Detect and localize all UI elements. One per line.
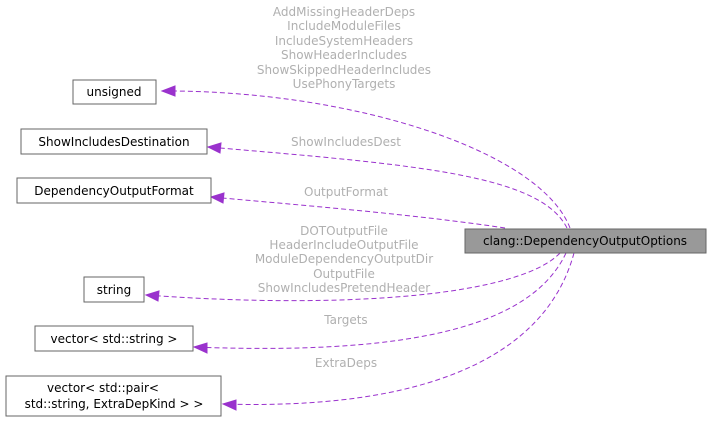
edge-show-includes-destination — [207, 146, 568, 229]
edge-label-group-string: DOTOutputFile HeaderIncludeOutputFile Mo… — [255, 224, 433, 295]
edge-label: DOTOutputFile — [300, 224, 388, 238]
node-show-includes-destination-label: ShowIncludesDestination — [38, 135, 189, 149]
arrow-head-unsigned — [160, 85, 176, 97]
node-vector-string[interactable]: vector< std::string > — [34, 325, 194, 352]
node-show-includes-destination[interactable]: ShowIncludesDestination — [20, 128, 208, 155]
edge-label: IncludeModuleFiles — [287, 19, 401, 33]
edge-unsigned — [161, 90, 571, 229]
edge-label-group-unsigned: AddMissingHeaderDeps IncludeModuleFiles … — [257, 5, 431, 91]
node-vector-string-label: vector< std::string > — [51, 332, 178, 346]
node-main-label: clang::DependencyOutputOptions — [483, 234, 687, 248]
node-show-includes-destination-box — [20, 128, 208, 155]
node-string-box — [83, 276, 145, 303]
node-vector-pair-label-line2: std::string, ExtraDepKind > > — [25, 397, 204, 411]
node-vector-string-box — [34, 325, 194, 352]
edge-label-show-includes-dest: ShowIncludesDest — [291, 135, 401, 149]
node-unsigned[interactable]: unsigned — [72, 79, 157, 105]
node-dependency-output-format-box — [16, 177, 212, 204]
node-dependency-output-format[interactable]: DependencyOutputFormat — [16, 177, 212, 204]
edge-label: ModuleDependencyOutputDir — [255, 252, 433, 266]
edge-dependency-output-format — [210, 196, 506, 229]
edge-label-extra-deps: ExtraDeps — [315, 356, 377, 370]
edge-label: IncludeSystemHeaders — [275, 34, 413, 48]
node-unsigned-label: unsigned — [86, 85, 141, 99]
node-main-box — [464, 228, 707, 254]
edge-label-output-format: OutputFormat — [304, 185, 388, 199]
node-vector-pair[interactable]: vector< std::pair< std::string, ExtraDep… — [5, 375, 222, 417]
edge-label: ShowHeaderIncludes — [281, 48, 407, 62]
node-string-label: string — [97, 283, 131, 297]
node-vector-pair-label-line1: vector< std::pair< — [47, 381, 159, 395]
edge-label: AddMissingHeaderDeps — [273, 5, 415, 19]
node-main-class[interactable]: clang::DependencyOutputOptions — [464, 228, 707, 254]
edge-vector-pair — [222, 252, 575, 405]
edge-label-targets: Targets — [323, 313, 367, 327]
arrow-head-dependency-output-format — [209, 192, 225, 204]
edge-string — [145, 252, 561, 302]
node-dependency-output-format-label: DependencyOutputFormat — [34, 184, 194, 198]
arrow-head-string — [144, 290, 160, 302]
arrow-head-vector-pair — [221, 399, 237, 411]
edge-label: ShowIncludesPretendHeader — [258, 281, 430, 295]
arrow-head-vector-string — [192, 342, 208, 354]
node-vector-pair-box — [5, 375, 222, 417]
node-unsigned-box — [72, 79, 157, 105]
edge-label: UsePhonyTargets — [293, 77, 396, 91]
edge-label: OutputFile — [313, 267, 375, 281]
arrow-head-show-includes-destination — [206, 142, 222, 154]
edge-label: ShowSkippedHeaderIncludes — [257, 63, 431, 77]
node-string[interactable]: string — [83, 276, 145, 303]
edge-vector-string — [193, 252, 567, 349]
edge-label: HeaderIncludeOutputFile — [269, 238, 418, 252]
